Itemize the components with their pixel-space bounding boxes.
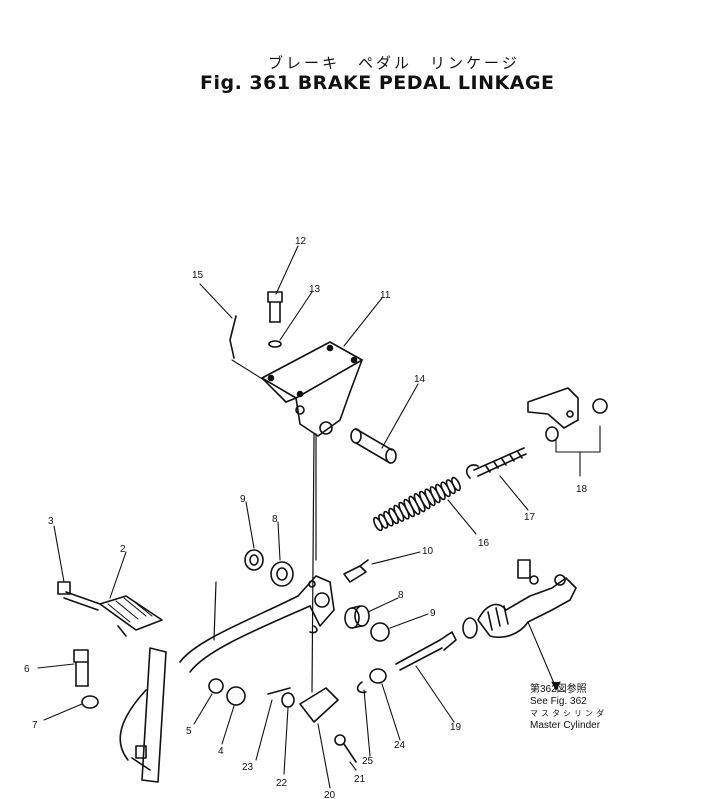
callout-19: 19 bbox=[450, 722, 462, 733]
pedal-lever bbox=[119, 647, 167, 783]
callout-22: 22 bbox=[276, 778, 288, 789]
washer-5 bbox=[208, 678, 224, 694]
callout-25: 25 bbox=[362, 756, 374, 767]
pin-23 bbox=[267, 687, 291, 695]
bracket-11 bbox=[261, 341, 363, 437]
master-cylinder bbox=[462, 559, 577, 639]
title-japanese: ブレーキ ペダル リンケージ bbox=[268, 54, 520, 72]
pedal-shaft bbox=[179, 433, 335, 673]
clevis-pin-21 bbox=[334, 734, 357, 763]
callout-4: 4 bbox=[218, 746, 224, 757]
bracket-18 bbox=[527, 387, 608, 442]
figure-title: Fig. 361 BRAKE PEDAL LINKAGE bbox=[200, 72, 555, 94]
push-rod-19 bbox=[395, 631, 457, 671]
bushing-9-lower bbox=[370, 622, 390, 642]
bolt-3 bbox=[57, 581, 101, 611]
clevis-20 bbox=[299, 433, 339, 723]
bushing-8-upper-bore bbox=[276, 567, 288, 581]
callout-23: 23 bbox=[242, 762, 254, 773]
spring-coil bbox=[440, 481, 451, 498]
collar-4 bbox=[226, 686, 246, 706]
callout-3: 3 bbox=[48, 516, 54, 527]
callout-16: 16 bbox=[478, 538, 490, 549]
bushing-9-upper bbox=[244, 549, 264, 571]
callout-15: 15 bbox=[192, 270, 204, 281]
callout-8-lower: 8 bbox=[398, 590, 404, 601]
nut-7 bbox=[81, 695, 99, 709]
master-cylinder-reference: 第362図参照 See Fig. 362 マスタシリンダ Master Cyli… bbox=[530, 684, 607, 732]
bolt-12 bbox=[267, 291, 283, 323]
reference-name: Master Cylinder bbox=[530, 720, 601, 731]
snap-ring-25 bbox=[356, 681, 367, 694]
cotter-pin-15 bbox=[229, 315, 237, 359]
callout-14: 14 bbox=[414, 374, 426, 385]
callout-11: 11 bbox=[380, 290, 391, 301]
leader-lines bbox=[37, 245, 601, 789]
grease-nipple-10 bbox=[343, 559, 369, 583]
bushing-8-lower bbox=[344, 605, 370, 629]
washer-13 bbox=[268, 340, 282, 348]
callout-18: 18 bbox=[576, 484, 588, 495]
bushing-9-upper-bore bbox=[249, 554, 259, 566]
reference-japanese: 第362図参照 bbox=[530, 684, 587, 695]
callout-5: 5 bbox=[186, 726, 192, 737]
callout-10: 10 bbox=[422, 546, 434, 557]
callout-17: 17 bbox=[524, 512, 536, 523]
callout-labels: 12 13 15 11 14 18 17 16 10 3 2 9 8 8 9 6… bbox=[24, 236, 588, 799]
reference-see: See Fig. 362 bbox=[530, 696, 587, 707]
pedal-pad-2 bbox=[99, 595, 163, 637]
washer-22 bbox=[281, 692, 295, 708]
callout-7: 7 bbox=[32, 720, 38, 731]
callout-9-lower: 9 bbox=[430, 608, 436, 619]
callout-13: 13 bbox=[309, 284, 321, 295]
spring-coil bbox=[451, 476, 461, 492]
callout-8-upper: 8 bbox=[272, 514, 278, 525]
callout-6: 6 bbox=[24, 664, 30, 675]
nut-24 bbox=[369, 668, 387, 684]
callout-9-upper: 9 bbox=[240, 494, 246, 505]
spring-16 bbox=[373, 476, 461, 532]
stopper-bolt-6 bbox=[73, 649, 89, 687]
callout-12: 12 bbox=[295, 236, 307, 247]
callout-24: 24 bbox=[394, 740, 406, 751]
bushing-8-upper bbox=[270, 561, 294, 587]
callout-21: 21 bbox=[354, 774, 366, 785]
pin-14 bbox=[350, 428, 397, 464]
callout-20: 20 bbox=[324, 790, 336, 799]
hook-bolt-17 bbox=[465, 447, 527, 479]
reference-japanese-name: マスタシリンダ bbox=[530, 709, 607, 718]
callout-2: 2 bbox=[120, 544, 126, 555]
